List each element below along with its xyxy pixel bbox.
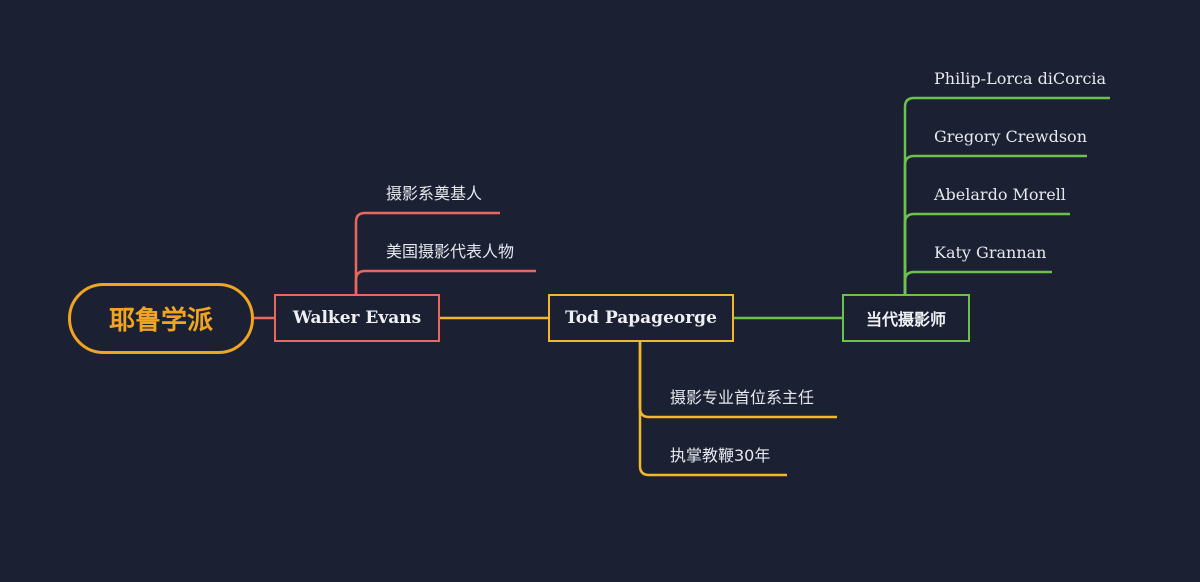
contemporary-child-2[interactable]: Gregory Crewdson — [934, 127, 1087, 146]
walker-evans-label: Walker Evans — [292, 308, 422, 328]
connector-tod-child-2 — [638, 342, 787, 477]
contemporary-child-1[interactable]: Philip-Lorca diCorcia — [934, 69, 1107, 88]
walker-child-2[interactable]: 美国摄影代表人物 — [386, 242, 515, 261]
connector-contemporary-child-1 — [903, 96, 1110, 294]
tod-child-2[interactable]: 执掌教鞭30年 — [670, 446, 771, 465]
tod-papageorge-label: Tod Papageorge — [565, 308, 717, 328]
contemporary-child-4[interactable]: Katy Grannan — [934, 243, 1047, 262]
contemporary-photographers-node[interactable]: 当代摄影师 — [842, 294, 970, 342]
connector-contemporary-child-4 — [903, 270, 1052, 294]
root-label: 耶鲁学派 — [108, 306, 213, 336]
tod-papageorge-node[interactable]: Tod Papageorge — [548, 294, 734, 342]
tod-child-1[interactable]: 摄影专业首位系主任 — [670, 388, 815, 407]
connector-walker-child-2 — [354, 269, 536, 294]
walker-child-1[interactable]: 摄影系奠基人 — [386, 184, 483, 203]
root-node[interactable]: 耶鲁学派 — [68, 283, 254, 354]
contemporary-photographers-label: 当代摄影师 — [865, 310, 946, 329]
connector-contemporary-child-3 — [903, 212, 1070, 294]
contemporary-child-3[interactable]: Abelardo Morell — [934, 185, 1066, 204]
walker-evans-node[interactable]: Walker Evans — [274, 294, 440, 342]
connector-walker-child-1 — [354, 211, 500, 294]
connector-contemporary-child-2 — [903, 154, 1087, 294]
